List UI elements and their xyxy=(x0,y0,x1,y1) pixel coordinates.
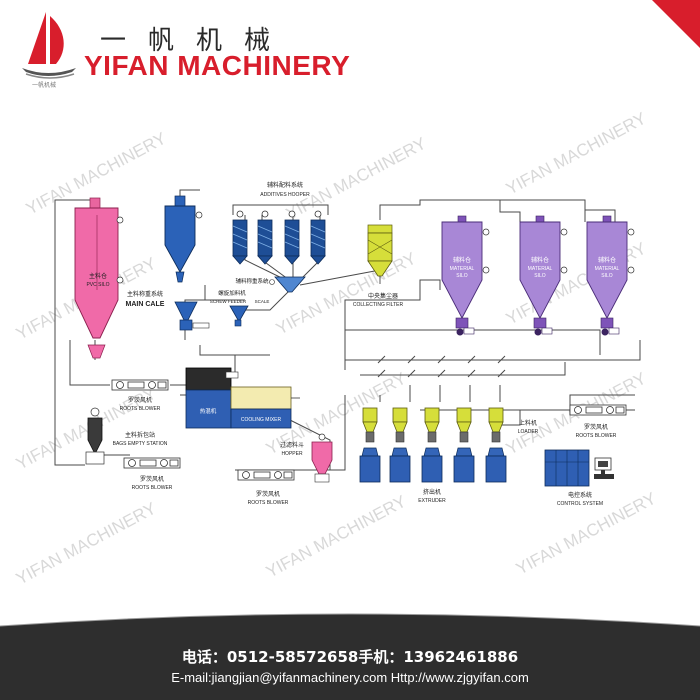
roots-blower-left xyxy=(111,379,169,391)
contact-email-web: E-mail:jiangjian@yifanmachinery.com Http… xyxy=(171,670,529,685)
material-silo-1-en-bottom: SILO xyxy=(456,273,468,279)
main-scale-cn: 主料称重系统 xyxy=(127,290,163,298)
additives-hopper-cn: 辅料配料系统 xyxy=(267,181,303,189)
mixer-unit xyxy=(185,367,300,429)
collecting-filter-en: COLLECTING FILTER xyxy=(353,302,404,308)
extruders xyxy=(359,447,507,483)
additive-scale-funnel xyxy=(269,276,306,293)
pvc-silo-label-cn: 主料仓 xyxy=(89,272,107,280)
watermarks: YIFAN MACHINERY YIFAN MACHINERY YIFAN MA… xyxy=(13,109,659,589)
control-system-cn: 电控系统 xyxy=(568,491,592,499)
cooling-mixer-en: COOLING MIXER xyxy=(241,417,282,423)
footer: 电话：0512-58572658手机：13962461886 E-mail:ji… xyxy=(0,608,700,700)
roots-blower-bottom-en: ROOTS BLOWER xyxy=(248,500,289,506)
material-silo-2-cn: 辅料仓 xyxy=(531,256,549,264)
material-silo-3-cn: 辅料仓 xyxy=(598,256,616,264)
pvc-silo-label-en: PVC SILO xyxy=(86,282,109,288)
roots-blower-bottom-left-cn: 罗茨风机 xyxy=(140,475,164,483)
watermark-10: YIFAN MACHINERY xyxy=(13,499,159,589)
watermark-2: YIFAN MACHINERY xyxy=(283,134,429,224)
roots-blower-left-en: ROOTS BLOWER xyxy=(120,406,161,412)
material-silo-2-en-bottom: SILO xyxy=(534,273,546,279)
collecting-filter xyxy=(367,224,393,284)
brand-name-english: YIFAN MACHINERY xyxy=(84,50,351,81)
material-silo-1-en-top: MATERIAL xyxy=(450,266,475,272)
loader-en: LOADER xyxy=(518,429,539,435)
control-system-en: CONTROL SYSTEM xyxy=(557,501,603,507)
roots-blower-bottom-left-en: ROOTS BLOWER xyxy=(132,485,173,491)
main-scale-en: MAIN CALE xyxy=(126,301,165,308)
roots-blower-bottom-cn: 罗茨风机 xyxy=(256,490,280,498)
roots-blower-right-en: ROOTS BLOWER xyxy=(576,433,617,439)
control-cabinet xyxy=(544,449,590,487)
main-scale-tank xyxy=(164,195,203,283)
pvc-silo: 主料仓 PVC SILO xyxy=(74,197,124,359)
collecting-filter-cn: 中央集尘器 xyxy=(368,292,398,300)
filter-hopper xyxy=(311,433,333,483)
extruder-en: EXTRUDER xyxy=(418,498,446,504)
contact-phone: 电话：0512-58572658手机：13962461886 xyxy=(181,648,519,666)
footer-background xyxy=(0,613,700,700)
material-silo-2-en-top: MATERIAL xyxy=(528,266,553,272)
process-flow-diagram: YIFAN MACHINERY YIFAN MACHINERY YIFAN MA… xyxy=(13,109,659,589)
yifan-sail-logo-icon xyxy=(22,12,76,79)
additives-feeders xyxy=(232,210,326,265)
loaders xyxy=(362,407,504,443)
hopper-en: HOPPER xyxy=(281,451,303,457)
extruder-cn: 挤出机 xyxy=(423,488,441,496)
corner-ribbon xyxy=(652,0,700,48)
additives-hopper-en: ADDITIVES HOOPER xyxy=(260,192,310,198)
screw-feeder-cn: 螺旋加料机 xyxy=(218,289,246,297)
scale-label-cn: 辅料称重系统 xyxy=(235,277,269,285)
bags-station-en: BAGS EMPTY STATION xyxy=(113,441,168,447)
header: 一帆机械 一帆机械 YIFAN MACHINERY xyxy=(0,0,700,89)
roots-blower-bottom-left xyxy=(123,457,181,469)
hot-mixer-label: 热混机 xyxy=(200,407,217,415)
roots-blower-right xyxy=(569,404,627,416)
main-screw-feeder xyxy=(174,301,249,331)
material-silo-3-en-bottom: SILO xyxy=(601,273,613,279)
logo-caption: 一帆机械 xyxy=(32,83,57,89)
bags-empty-station xyxy=(85,407,105,465)
screw-feeder-en: SCREW FEEDER xyxy=(210,299,247,304)
material-silo-1-cn: 辅料仓 xyxy=(453,256,471,264)
valve-ticks xyxy=(377,355,506,378)
scale-label-en: SCALE xyxy=(255,299,270,304)
bags-station-cn: 主料拆包站 xyxy=(125,431,155,439)
roots-blower-left-cn: 罗茨风机 xyxy=(128,396,152,404)
roots-blower-right-cn: 罗茨风机 xyxy=(584,423,608,431)
loader-cn: 上料机 xyxy=(519,419,537,427)
brand-name-chinese: 一帆机械 xyxy=(100,26,293,56)
material-silo-3-en-top: MATERIAL xyxy=(595,266,620,272)
roots-blower-bottom xyxy=(237,469,295,481)
computer-monitor-icon xyxy=(594,457,614,479)
watermark-3: YIFAN MACHINERY xyxy=(503,109,649,199)
hopper-cn: 过滤料斗 xyxy=(280,441,304,449)
